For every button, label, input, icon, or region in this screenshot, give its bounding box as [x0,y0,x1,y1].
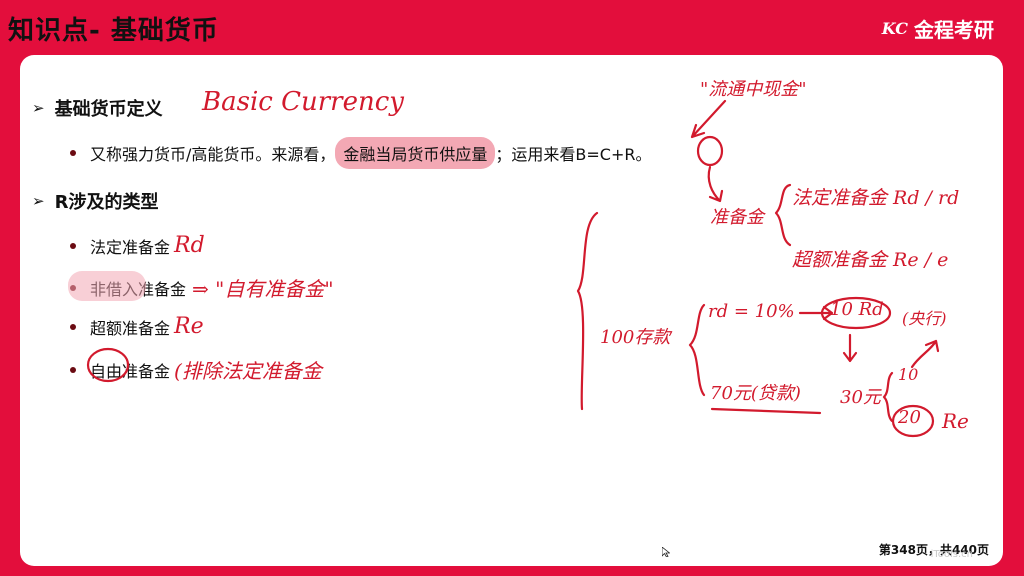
page-number: 第348页，共440页 [878,543,989,557]
handwritten-note: ⇒ "自有准备金" [192,277,334,301]
bullet-text-prefix: 又称强力货币/高能货币。来源看， [90,145,336,164]
bullet-dot-icon [70,242,76,249]
brand-logo-icon: KC [881,18,908,38]
circle-r-mark [696,135,724,167]
section-heading-r-types: ➢ R涉及的类型 [32,188,158,214]
handwritten-basic-currency: Basic Currency [202,87,404,117]
brace-reserve [774,183,792,247]
note-twenty: 20 [898,407,921,428]
list-item: 自由准备金 (排除法定准备金 [70,355,322,384]
mouse-cursor-icon [662,547,670,557]
item-text: 超额准备金 [90,318,171,338]
highlighted-text: 金融当局货币供应量 [335,137,496,169]
note-re: Re [942,409,969,433]
brand-name: 金程考研 [914,18,994,42]
list-item: 非借入准备金 ⇒ "自有准备金" [70,273,334,302]
underline-loan [710,407,822,415]
note-ten: 10 [898,365,919,384]
brace-large [576,211,599,411]
note-loan: 70元(贷款) [710,383,801,404]
heading-text: 基础货币定义 [54,99,163,120]
note-circulating-cash: "流通中现金" [700,79,807,100]
item-text: 自由准备金 [90,361,171,381]
watermark: iTools.cn [930,549,973,560]
page-title: 知识点- 基础货币 [8,16,219,46]
arrow-bullet-icon: ➢ [32,99,45,117]
bullet-dot-icon [70,284,76,291]
bullet-text-suffix: ；运用来看B=C+R。 [495,145,652,164]
brace-split [882,371,894,423]
slide-content: ➢ 基础货币定义 Basic Currency 又称强力货币/高能货币。来源看，… [20,55,1003,566]
note-thirty: 30元 [840,387,881,408]
bullet-dot-icon [70,323,76,330]
note-rd-amount: 10 Rd [830,299,884,320]
brace-deposits [688,303,706,397]
arrow-r-down [707,165,724,203]
note-legal-reserve: 法定准备金 Rd / rd [792,187,960,209]
note-excess-reserve: 超额准备金 Re / e [792,249,949,271]
item-text: 非借入准备金 [90,279,187,299]
brand: KC 金程考研 [882,14,994,43]
handwritten-note: Rd [174,233,205,258]
list-item: 超额准备金 Re [70,314,204,339]
heading-text: R涉及的类型 [54,192,159,213]
note-central-bank: (央行) [902,309,947,328]
note-rd-rate: rd = 10% [708,301,795,322]
note-deposits: 100存款 [600,327,671,348]
section-heading-definition: ➢ 基础货币定义 [32,95,163,121]
arrow-bullet-icon: ➢ [32,192,45,210]
arrow-ten-up [910,339,940,369]
arrow-to-r [690,99,727,139]
handwritten-note: Re [174,314,204,339]
arrow-10rd-down [842,333,858,363]
note-reserve: 准备金 [710,207,764,228]
bullet-dot-icon [70,150,76,156]
list-item: 法定准备金 Rd [70,233,205,258]
definition-bullet: 又称强力货币/高能货币。来源看， 金融当局货币供应量 ；运用来看B=C+R。 [70,137,652,169]
bullet-dot-icon [70,366,76,373]
item-text: 法定准备金 [90,237,171,257]
arrow-rd-right [798,305,834,321]
handwritten-note: (排除法定准备金 [174,359,322,383]
